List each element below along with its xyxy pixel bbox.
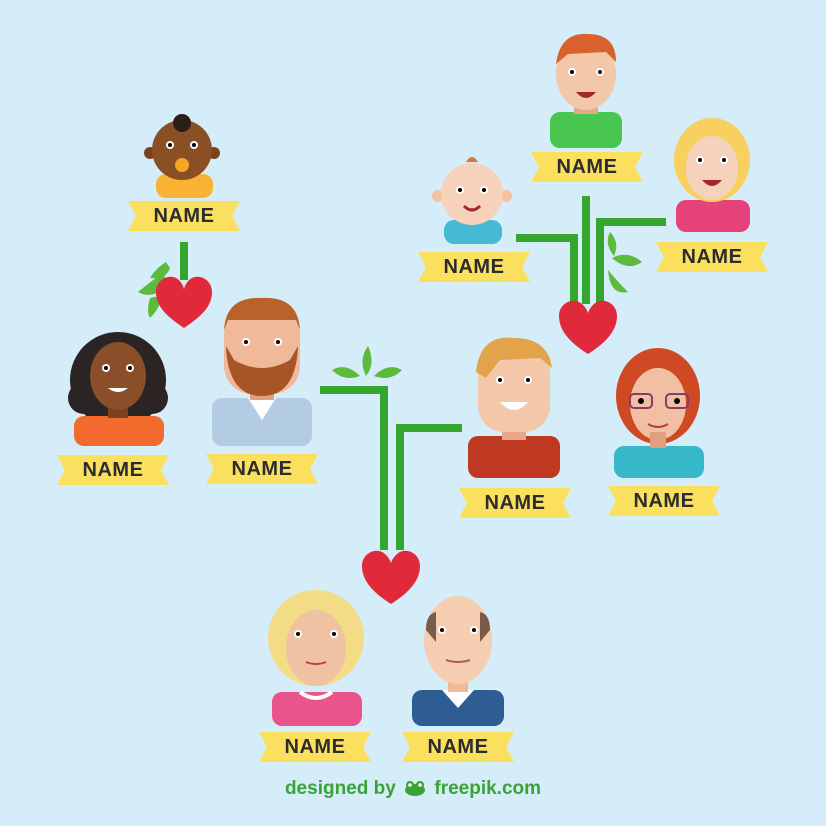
leaf-icon — [362, 346, 372, 376]
name-label-man-ginger: NAME — [459, 488, 571, 518]
avatar-man-ginger — [468, 337, 560, 478]
branch-top-left — [138, 242, 188, 318]
leaf-icon — [374, 367, 402, 378]
avatar-baby-top-left — [144, 114, 220, 198]
name-label-girl-blonde: NAME — [656, 242, 768, 272]
credit-brand[interactable]: freepik.com — [434, 778, 542, 799]
heart-icon — [156, 276, 212, 328]
leaf-icon — [150, 262, 170, 279]
leaf-icon — [607, 232, 617, 256]
heart-icon — [362, 550, 420, 604]
avatar-boy-top — [550, 33, 622, 148]
name-label-grandfather: NAME — [402, 732, 514, 762]
name-label-grandmother: NAME — [259, 732, 371, 762]
name-text: NAME — [556, 155, 618, 178]
name-label-woman-curly-hair: NAME — [57, 455, 169, 485]
leaf-icon — [332, 367, 360, 378]
leaf-icon — [612, 254, 642, 267]
name-text: NAME — [153, 204, 215, 227]
name-label-woman-glasses: NAME — [608, 486, 720, 516]
name-text: NAME — [443, 255, 505, 278]
name-label-baby-top-left: NAME — [128, 201, 240, 231]
leaf-icon — [148, 296, 161, 318]
name-text: NAME — [633, 489, 695, 512]
name-text: NAME — [681, 245, 743, 268]
name-label-man-bearded: NAME — [206, 454, 318, 484]
name-label-boy-top: NAME — [531, 152, 643, 182]
name-text: NAME — [82, 458, 144, 481]
name-text: NAME — [284, 735, 346, 758]
branch-center — [320, 346, 462, 550]
credit-prefix: designed by — [284, 778, 396, 799]
name-text: NAME — [231, 457, 293, 480]
avatar-girl-blonde — [674, 118, 750, 232]
avatar-woman-glasses — [614, 348, 704, 478]
avatar-grandmother — [268, 590, 364, 726]
name-label-baby-top-right: NAME — [418, 252, 530, 282]
avatar-grandfather — [412, 596, 504, 726]
name-text: NAME — [427, 735, 489, 758]
name-text: NAME — [484, 491, 546, 514]
frog-logo-icon — [405, 781, 426, 796]
avatar-woman-curly-hair — [68, 332, 168, 446]
avatar-man-bearded — [212, 297, 312, 446]
branch-top-right — [516, 196, 666, 304]
credit-line: designed by freepik.com — [0, 778, 826, 800]
leaf-icon — [608, 270, 628, 293]
heart-icon — [559, 300, 617, 354]
avatar-baby-top-right — [432, 157, 512, 244]
